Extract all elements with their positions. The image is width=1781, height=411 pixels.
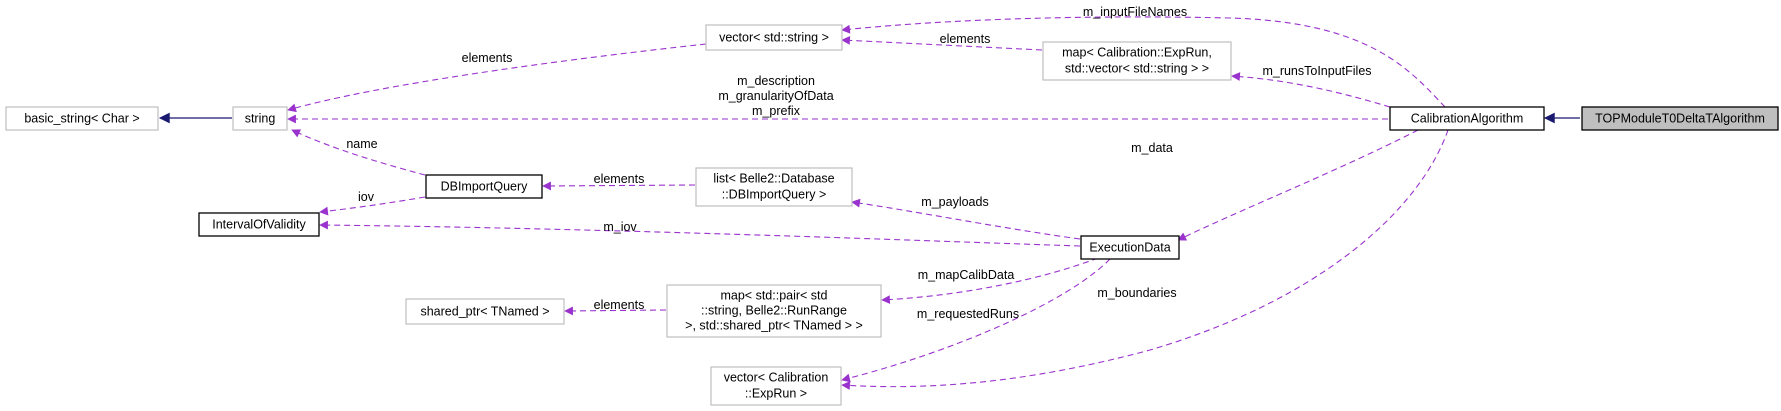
edge-m-runstoinputfiles bbox=[1231, 72, 1391, 108]
node-calibration-algorithm-label: CalibrationAlgorithm bbox=[1411, 111, 1524, 125]
node-vector-string[interactable]: vector< std::string > bbox=[705, 24, 843, 51]
label-m-payloads: m_payloads bbox=[921, 195, 988, 209]
node-string[interactable]: string bbox=[232, 106, 288, 131]
node-list-dbimportquery-line2: ::DBImportQuery > bbox=[722, 187, 827, 201]
node-map-exprun[interactable]: map< Calibration::ExpRun, std::vector< s… bbox=[1042, 41, 1232, 81]
edge-map-to-vector-string bbox=[841, 36, 1043, 51]
node-interval-of-validity[interactable]: IntervalOfValidity bbox=[198, 212, 320, 237]
edge-m-data bbox=[1177, 129, 1419, 241]
label-m-runstoinputfiles: m_runsToInputFiles bbox=[1262, 64, 1371, 78]
label-m-description: m_description bbox=[737, 74, 815, 88]
node-execution-data[interactable]: ExecutionData bbox=[1080, 235, 1180, 260]
edge-vector-string-to-string bbox=[287, 43, 707, 113]
label-m-boundaries: m_boundaries bbox=[1097, 286, 1176, 300]
label-iov: iov bbox=[358, 190, 375, 204]
node-top-module[interactable]: TOPModuleT0DeltaTAlgorithm bbox=[1581, 106, 1779, 131]
edge-m-inputfilenames bbox=[841, 16, 1446, 108]
label-m-inputfilenames: m_inputFileNames bbox=[1083, 5, 1187, 19]
label-elements-shared-ptr: elements bbox=[594, 298, 645, 312]
node-dbimportquery-label: DBImportQuery bbox=[441, 179, 529, 193]
node-map-exprun-line2: std::vector< std::string > > bbox=[1065, 61, 1209, 75]
node-vector-exprun[interactable]: vector< Calibration ::ExpRun > bbox=[710, 366, 842, 406]
label-m-requestedruns: m_requestedRuns bbox=[917, 307, 1019, 321]
node-shared-ptr-tnamed-label: shared_ptr< TNamed > bbox=[420, 304, 549, 318]
label-m-prefix: m_prefix bbox=[752, 104, 801, 118]
node-calibration-algorithm[interactable]: CalibrationAlgorithm bbox=[1389, 106, 1545, 131]
node-vector-exprun-line1: vector< Calibration bbox=[724, 370, 829, 384]
node-execution-data-label: ExecutionData bbox=[1089, 240, 1170, 254]
node-vector-string-label: vector< std::string > bbox=[719, 30, 829, 44]
node-map-pair[interactable]: map< std::pair< std ::string, Belle2::Ru… bbox=[666, 284, 882, 338]
node-top-module-label: TOPModuleT0DeltaTAlgorithm bbox=[1595, 111, 1765, 125]
node-interval-of-validity-label: IntervalOfValidity bbox=[212, 217, 306, 231]
edge-m-mapcalibdata bbox=[881, 257, 1099, 304]
node-list-dbimportquery[interactable]: list< Belle2::Database ::DBImportQuery > bbox=[695, 167, 853, 207]
label-elements-list: elements bbox=[594, 172, 645, 186]
edge-m-requestedruns bbox=[841, 258, 1111, 383]
edge-list-to-dbimportquery bbox=[542, 181, 696, 191]
node-map-exprun-line1: map< Calibration::ExpRun, bbox=[1062, 45, 1212, 59]
node-shared-ptr-tnamed[interactable]: shared_ptr< TNamed > bbox=[405, 298, 565, 325]
node-map-pair-line1: map< std::pair< std bbox=[720, 288, 827, 302]
label-m-mapcalibdata: m_mapCalibData bbox=[918, 268, 1015, 282]
node-string-label: string bbox=[245, 111, 276, 125]
node-basic-string-label: basic_string< Char > bbox=[24, 111, 139, 125]
label-elements-vector-string: elements bbox=[462, 51, 513, 65]
node-vector-exprun-line2: ::ExpRun > bbox=[745, 386, 807, 400]
node-map-pair-line2: ::string, Belle2::RunRange bbox=[701, 303, 847, 317]
node-dbimportquery[interactable]: DBImportQuery bbox=[425, 174, 543, 199]
label-name: name bbox=[346, 137, 377, 151]
node-list-dbimportquery-line1: list< Belle2::Database bbox=[713, 171, 834, 185]
label-elements-map-exprun: elements bbox=[940, 32, 991, 46]
label-m-granularityofdata: m_granularityOfData bbox=[718, 89, 833, 103]
label-m-data: m_data bbox=[1131, 141, 1173, 155]
label-m-iov: m_iov bbox=[603, 220, 637, 234]
edge-dbimportquery-to-string bbox=[291, 129, 426, 176]
node-basic-string[interactable]: basic_string< Char > bbox=[5, 106, 159, 131]
edge-m-iov bbox=[319, 220, 1081, 247]
edge-map-pair-to-shared-ptr bbox=[564, 306, 667, 316]
edge-dbimportquery-to-iov bbox=[319, 196, 426, 216]
edge-m-boundaries bbox=[841, 129, 1449, 390]
edge-m-payloads bbox=[851, 198, 1081, 240]
node-map-pair-line3: >, std::shared_ptr< TNamed > > bbox=[685, 318, 863, 332]
